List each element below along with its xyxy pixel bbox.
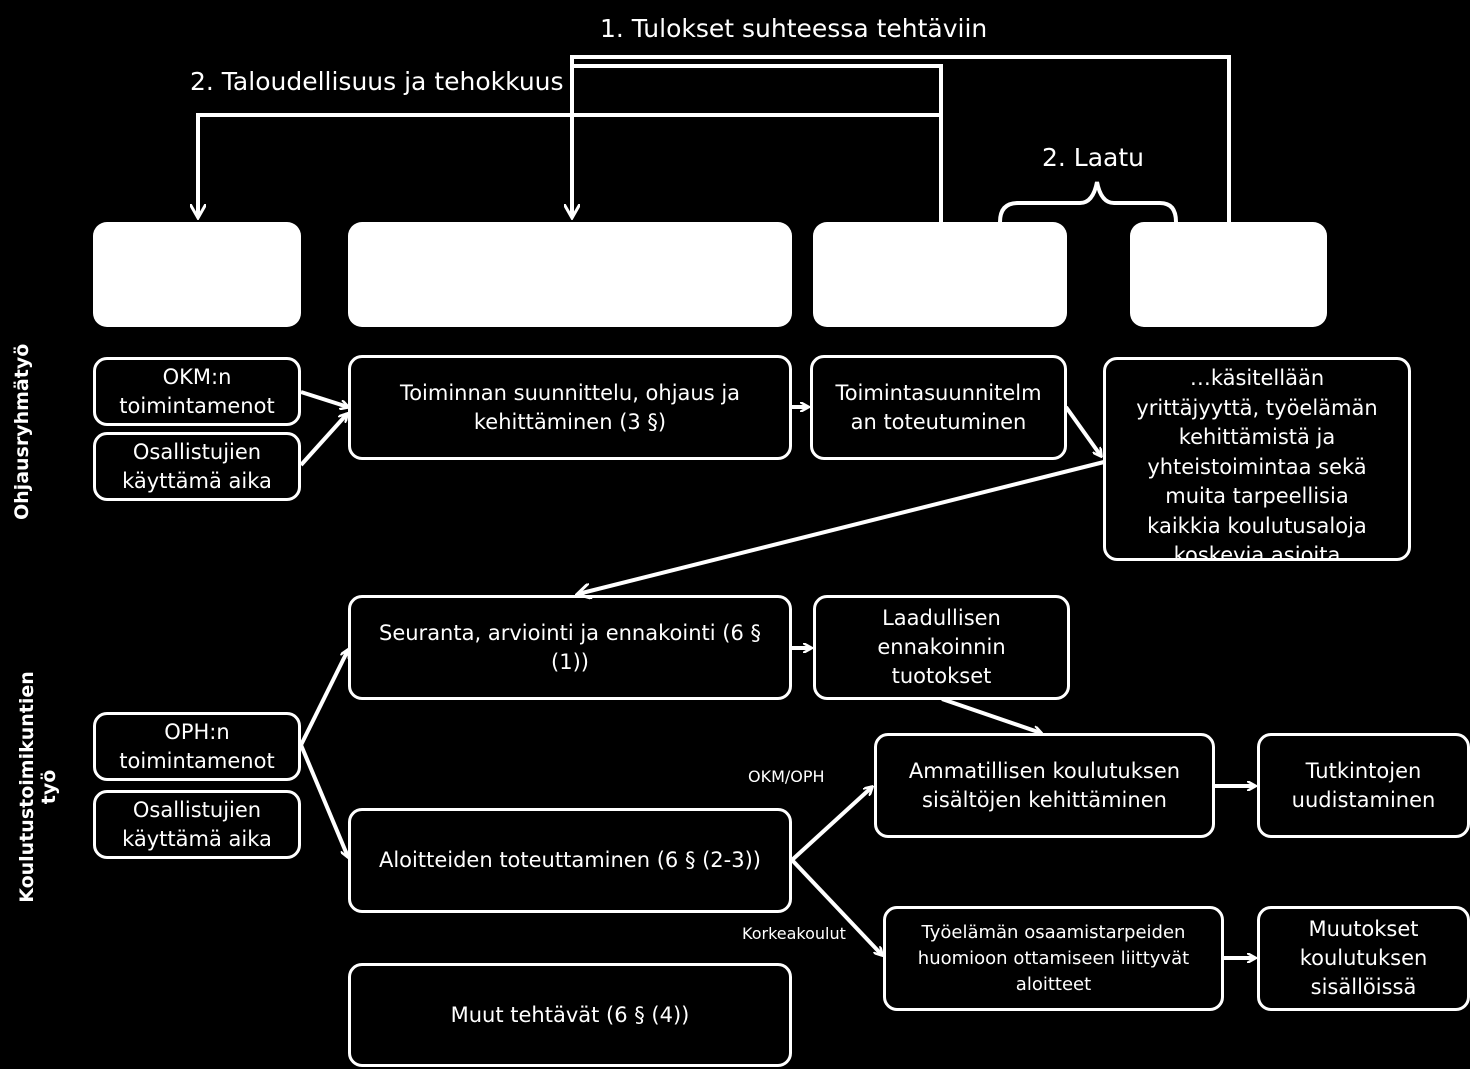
- outputs-to-vocational-arrow: [941, 697, 1041, 733]
- vocational-content-text: Ammatillisen koulutuksen sisältöjen kehi…: [908, 758, 1181, 812]
- worklife-initiatives-text: Työelämän osaamistarpeiden huomioon otta…: [917, 921, 1190, 995]
- participants-time-text-1: Osallistujien käyttämä aika: [122, 439, 272, 493]
- other-tasks-box: Muut tehtävät (6 § (4)): [348, 963, 792, 1067]
- okm-to-planning-arrow: [300, 390, 348, 407]
- results-feedback-label: 1. Tulokset suhteessa tehtäviin: [600, 14, 988, 43]
- economy-feedback-label: 2. Taloudellisuus ja tehokkuus: [190, 67, 564, 96]
- content-changes-text: Muutokset koulutuksen sisällöissä: [1299, 917, 1428, 999]
- monitoring-box: Seuranta, arviointi ja ennakointi (6 § (…: [348, 595, 792, 700]
- initiatives-to-vocational-arrow: [790, 787, 872, 862]
- oph-costs-text: OPH:n toimintamenot: [119, 719, 275, 773]
- okm-costs-box: OKM:n toimintamenot: [93, 357, 301, 426]
- quality-brace: [998, 181, 1178, 223]
- results-feedback-arrow: [572, 55, 1231, 222]
- initiatives-text: Aloitteiden toteuttaminen (6 § (2-3)): [378, 848, 761, 872]
- okm-costs-text: OKM:n toimintamenot: [119, 364, 275, 418]
- qualitative-outputs-box: Laadullisen ennakoinnin tuotokset: [813, 595, 1070, 700]
- handled-topics-text: …käsitellään yrittäjyyttä, työelämän keh…: [1136, 366, 1378, 561]
- initiatives-to-worklife-arrow: [790, 858, 882, 955]
- plan-realization-text: Toimintasuunnitelm an toteutuminen: [835, 380, 1042, 434]
- participants-time-box-1: Osallistujien käyttämä aika: [93, 432, 301, 501]
- plan-realization-box: Toimintasuunnitelm an toteutuminen: [810, 355, 1067, 460]
- okm-oph-branch-label: OKM/OPH: [748, 767, 825, 786]
- worklife-initiatives-box: Työelämän osaamistarpeiden huomioon otta…: [883, 906, 1224, 1011]
- oph-to-monitoring-arrow: [299, 650, 348, 746]
- content-changes-box: Muutokset koulutuksen sisällöissä: [1257, 906, 1470, 1011]
- economy-feedback-arrow: [198, 113, 941, 217]
- handled-topics-box: …käsitellään yrittäjyyttä, työelämän keh…: [1103, 357, 1411, 561]
- oph-to-initiatives-arrow: [299, 744, 348, 857]
- realization-to-topics-arrow: [1064, 405, 1101, 456]
- planning-text: Toiminnan suunnittelu, ohjaus ja kehittä…: [399, 380, 741, 434]
- section-label-steering-group: Ohjausryhmätyö: [11, 343, 33, 520]
- header-block-outcome: [1130, 222, 1327, 327]
- degree-reform-box: Tutkintojen uudistaminen: [1257, 733, 1470, 838]
- planning-box: Toiminnan suunnittelu, ohjaus ja kehittä…: [348, 355, 792, 460]
- qualitative-outputs-text: Laadullisen ennakoinnin tuotokset: [877, 606, 1006, 688]
- monitoring-text: Seuranta, arviointi ja ennakointi (6 § (…: [379, 620, 761, 674]
- topics-to-monitoring-arrow: [578, 460, 1105, 594]
- header-block-input: [93, 222, 301, 327]
- degree-reform-text: Tutkintojen uudistaminen: [1291, 758, 1436, 812]
- initiatives-box: Aloitteiden toteuttaminen (6 § (2-3)): [348, 808, 792, 913]
- participants-to-planning-arrow: [299, 414, 347, 467]
- quality-feedback-label: 2. Laatu: [1042, 143, 1145, 172]
- oph-costs-box: OPH:n toimintamenot: [93, 712, 301, 781]
- header-block-output: [813, 222, 1067, 327]
- economy-feedback-line-1: [572, 64, 943, 222]
- universities-branch-label: Korkeakoulut: [742, 924, 846, 943]
- participants-time-box-2: Osallistujien käyttämä aika: [93, 790, 301, 859]
- header-block-activity: [348, 222, 792, 327]
- vocational-content-box: Ammatillisen koulutuksen sisältöjen kehi…: [874, 733, 1215, 838]
- other-tasks-text: Muut tehtävät (6 § (4)): [450, 1002, 690, 1027]
- section-label-training-committees: Koulutustoimikuntien työ: [16, 671, 60, 903]
- participants-time-text-2: Osallistujien käyttämä aika: [122, 797, 272, 851]
